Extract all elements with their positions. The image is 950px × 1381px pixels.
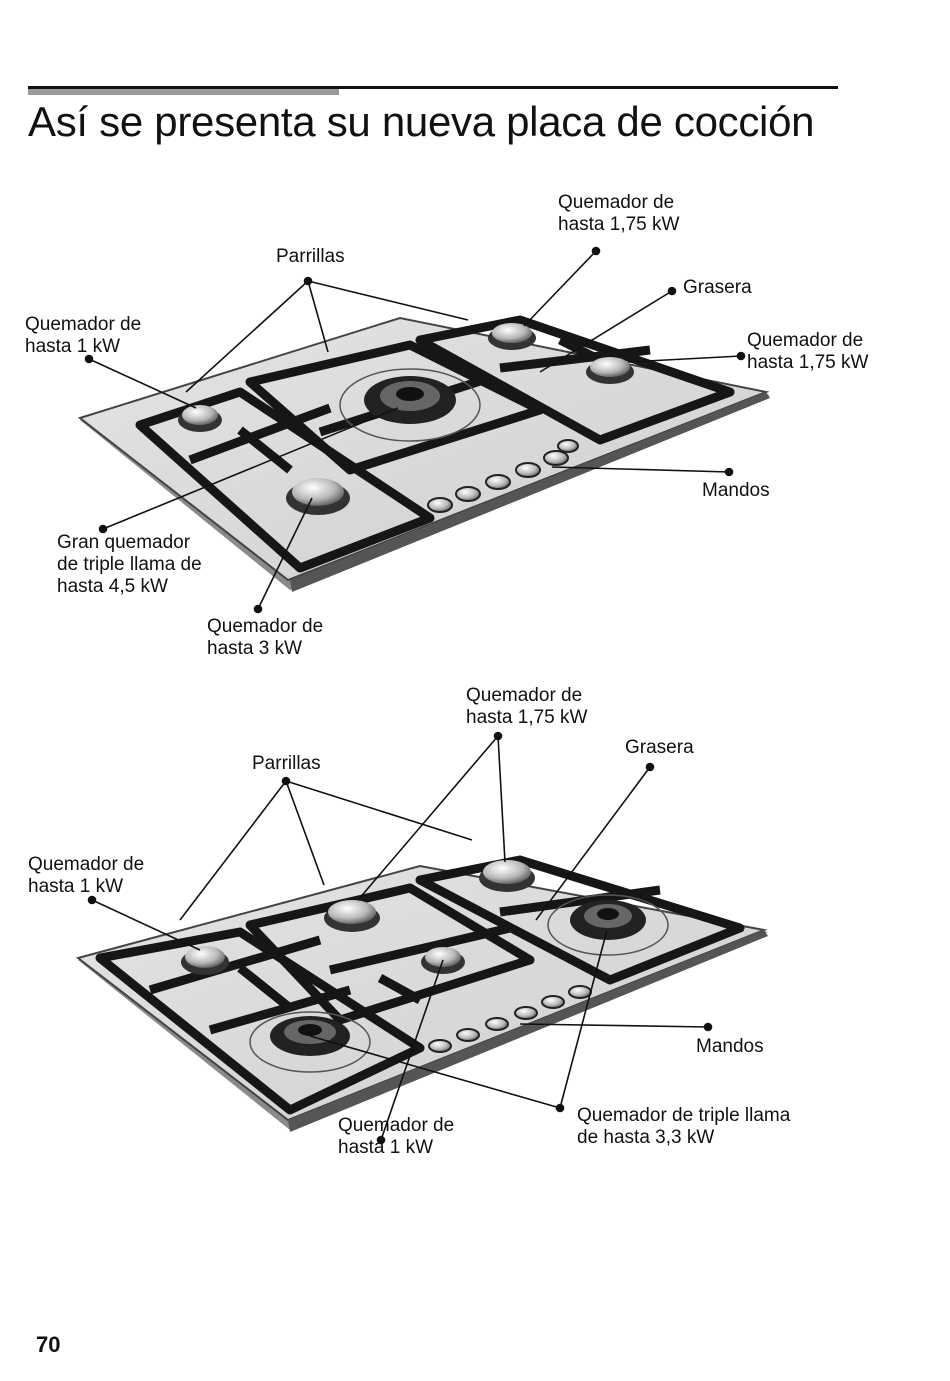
label-grasera: Grasera [625,737,694,758]
callout-lines-top [84,246,746,614]
hob-top-burners [178,323,634,515]
hob-top-knobs [427,439,579,513]
page-number: 70 [36,1332,61,1357]
burner-triple-flame-icon [339,368,481,442]
hob-bottom-knobs [428,985,592,1053]
callout-lines-bottom [87,731,713,1145]
label-parrillas: Parrillas [252,753,321,774]
hob-diagram-bottom [75,731,768,1145]
label-mandos: Mandos [696,1036,764,1057]
burner-semi-rapid-icon [324,900,380,932]
burner-semi-rapid-icon [479,860,535,892]
burner-medium-icon [286,478,350,515]
label-mandos: Mandos [702,480,770,501]
burner-semi-rapid-icon [488,323,536,350]
hob-bottom-burners [181,860,669,1073]
label-parrillas: Parrillas [276,246,345,267]
burner-small-icon [181,946,229,975]
header-rule [28,86,838,89]
page-title: Así se presenta su nueva placa de cocció… [28,98,815,145]
hob-diagram-top [77,246,770,614]
label-grasera: Grasera [683,277,752,298]
burner-semi-rapid-icon [586,357,634,384]
burner-small-icon [178,405,222,432]
burner-triple-flame-icon [547,894,669,956]
header-accent-bar [28,89,339,95]
